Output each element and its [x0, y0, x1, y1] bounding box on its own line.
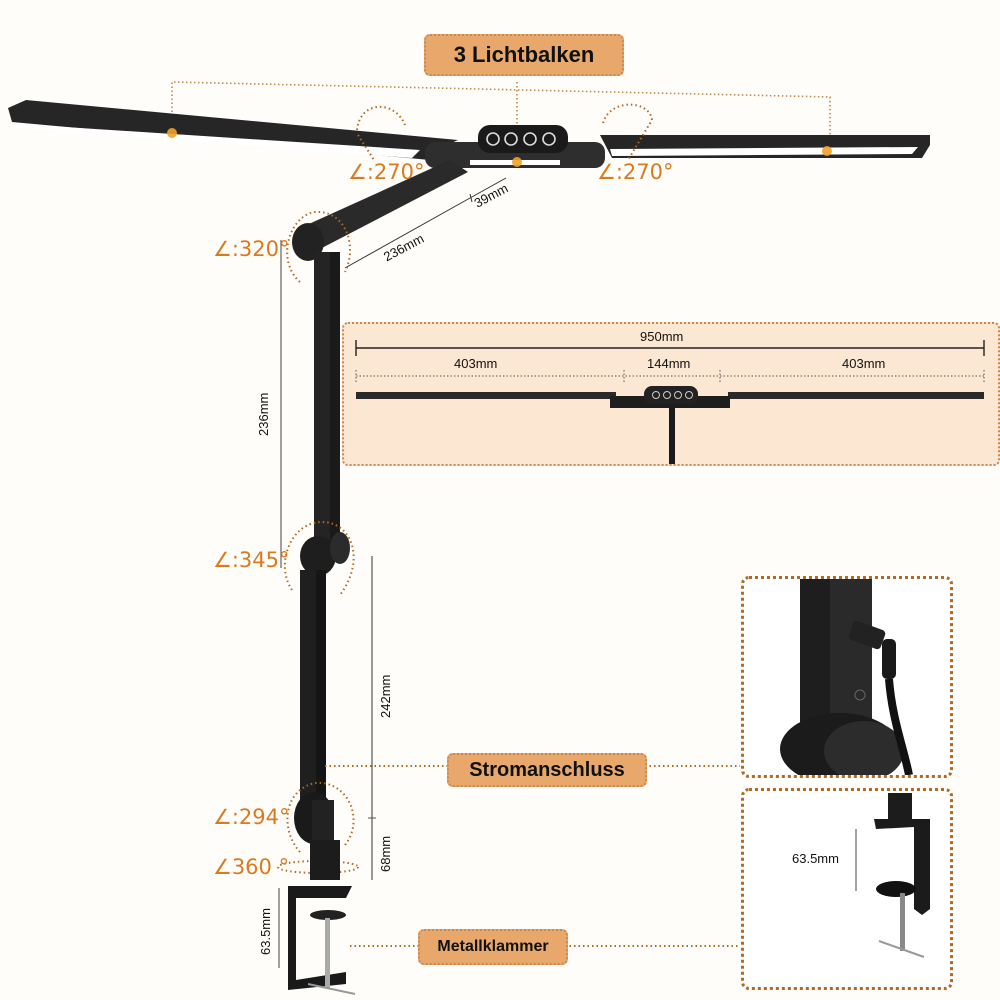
angle-left-bar: ∠:270°	[348, 160, 425, 184]
clamp-inset: 63.5mm	[741, 788, 953, 990]
dim-total-width: 950mm	[640, 329, 684, 344]
brightness-icon	[523, 132, 537, 146]
auto-icon	[542, 132, 556, 146]
dim-clamp-opening: 63.5mm	[258, 908, 273, 955]
metal-clamp-label: Metallklammer	[418, 929, 568, 965]
left-light-bar	[8, 100, 458, 160]
power-connector-label: Stromanschluss	[447, 753, 647, 787]
middle-joint	[300, 532, 350, 576]
center-head	[425, 125, 605, 168]
desk-clamp	[288, 886, 356, 995]
lower-arm	[300, 570, 326, 800]
angle-middle-joint: ∠:345°	[213, 548, 290, 572]
angle-right-bar: ∠:270°	[597, 160, 674, 184]
dim-right-segment: 403mm	[842, 356, 886, 371]
clamp-photo	[855, 793, 930, 958]
clamp-inset-dimension: 63.5mm	[792, 851, 839, 866]
angle-upper-joint: ∠:320°	[213, 237, 290, 261]
lower-joint	[294, 792, 334, 848]
dim-center-segment: 144mm	[647, 356, 691, 371]
angle-lower-joint: ∠:294°	[213, 805, 290, 829]
dim-base-height: 68mm	[378, 835, 393, 872]
dim-vertical-arm: 236mm	[256, 392, 271, 436]
power-connector-inset	[741, 576, 953, 778]
base-post	[310, 840, 340, 880]
vertical-arm	[314, 252, 340, 542]
angle-base-rotation: ∠360 °	[213, 855, 290, 879]
right-light-bar	[600, 135, 930, 158]
mode-icon	[504, 132, 518, 146]
title-label: 3 Lichtbalken	[424, 34, 624, 76]
width-dimension-panel: 950mm 403mm 144mm 403mm	[342, 322, 1000, 466]
dim-lower-arm: 242mm	[378, 674, 393, 718]
dim-left-segment: 403mm	[454, 356, 498, 371]
power-plug-photo	[780, 579, 913, 775]
upper-arm	[292, 160, 468, 261]
power-icon	[486, 132, 500, 146]
